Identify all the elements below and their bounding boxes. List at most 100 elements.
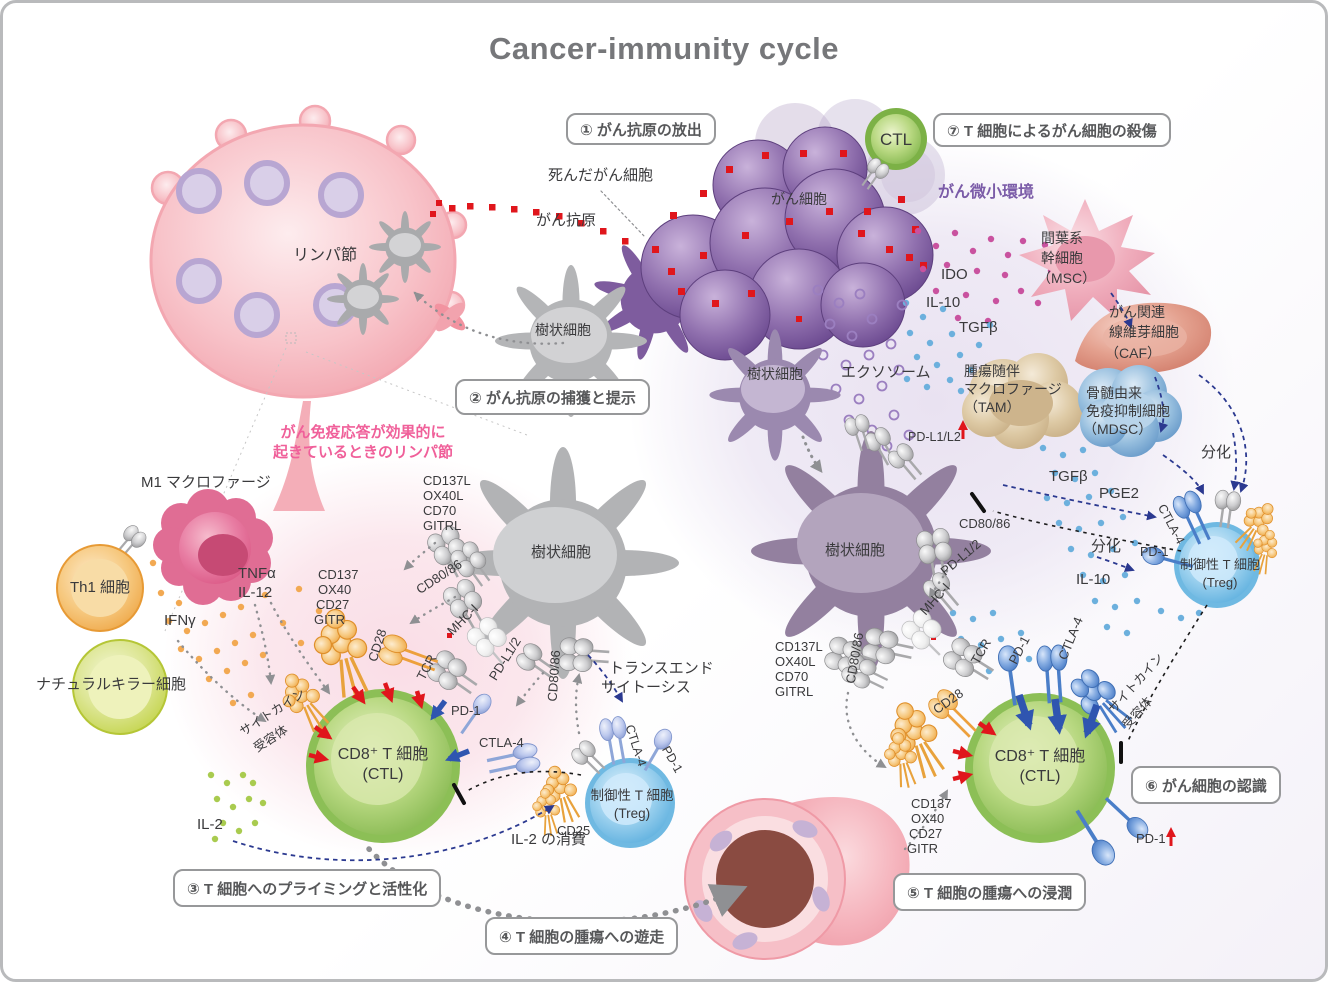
dc-mid-nucleus xyxy=(741,365,805,413)
tgfb-label: TGFβ xyxy=(959,319,998,336)
dc-ligand-left-3: GITRL xyxy=(423,518,462,533)
ctl-badge-label: CTL xyxy=(879,130,913,149)
differentiation-label-2: 分化 xyxy=(1091,538,1122,555)
lymph-node-label: リンパ節 xyxy=(293,247,358,264)
receptors-right-interface xyxy=(821,411,1154,872)
treg-right-label-2: (Treg) xyxy=(1202,575,1238,590)
mdsc-cell xyxy=(1078,365,1182,457)
pd1-label-treg-right: PD-1 xyxy=(1140,545,1169,559)
pdl1l2-label: PD-L1/L2 xyxy=(908,430,961,444)
ctl-right-cell xyxy=(965,693,1115,843)
antigen-trail xyxy=(430,200,629,245)
tam-label-2: マクロファージ xyxy=(964,381,1062,397)
msc-label-2: 幹細胞 xyxy=(1041,250,1083,266)
step4-box: ④ T 細胞の腫瘍への遊走 xyxy=(485,917,679,955)
ido-label: IDO xyxy=(941,266,968,283)
il2-consumption-label: IL-2 の消費 xyxy=(511,831,587,848)
il10-label-2: IL-10 xyxy=(1076,571,1111,588)
t-costim-right-0: CD137 xyxy=(911,796,952,811)
inhibition-bars xyxy=(452,492,1123,805)
navy-dashed-arrows xyxy=(232,292,1249,862)
t-costim-left-3: GITR xyxy=(314,612,346,627)
t-costim-right-2: CD27 xyxy=(909,826,943,841)
treg-right-cell xyxy=(1174,522,1260,608)
step5-box: ⑤ T 細胞の腫瘍への浸潤 xyxy=(893,873,1087,911)
step6-box: ⑥ がん細胞の認識 xyxy=(1131,766,1281,804)
ctl-left-label-2: (CTL) xyxy=(362,766,404,783)
ctl-left-cell xyxy=(306,689,460,843)
il2-label: IL-2 xyxy=(197,816,223,833)
pd1-label-left: PD-1 xyxy=(451,703,481,718)
dc-ligand-right-2: CD70 xyxy=(775,669,809,684)
ifng-label: IFNγ xyxy=(164,612,196,629)
dc-top-label: 樹状細胞 xyxy=(535,322,591,338)
ctl-right-label-1: CD8⁺ T 細胞 xyxy=(994,748,1086,765)
dc-left-nucleus xyxy=(493,507,617,603)
mdsc-label-2: 免疫抑制細胞 xyxy=(1086,403,1170,419)
dc-right-label: 樹状細胞 xyxy=(825,542,886,559)
red-activation-arrows xyxy=(308,682,997,785)
m1-macrophage-cell xyxy=(153,489,273,605)
magnifier-square xyxy=(285,332,297,344)
tnfa-label: TNFα xyxy=(238,565,276,582)
caf-label-3: （CAF） xyxy=(1105,345,1161,361)
dc-right-nucleus xyxy=(797,493,925,593)
nk-label: ナチュラルキラー細胞 xyxy=(36,676,187,693)
pd1-up-label: PD-1 xyxy=(1136,831,1166,846)
ctla4-label-left: CTLA-4 xyxy=(479,735,524,750)
lymph-node xyxy=(149,104,528,632)
dc-ligand-right-0: CD137L xyxy=(775,639,823,654)
receptors-left-interface xyxy=(271,521,612,782)
tumor-microenvironment-label: がん微小環境 xyxy=(938,184,1035,201)
effective-response-note-1: がん免疫応答が効果的に xyxy=(280,424,446,441)
cd8086-label-r1: CD80/86 xyxy=(959,516,1011,531)
blue-inhibitory-arrows xyxy=(430,693,1101,762)
dc-left-label: 樹状細胞 xyxy=(531,544,592,561)
pge2-label: PGE2 xyxy=(1099,485,1140,502)
step3-box: ③ T 細胞へのプライミングと活性化 xyxy=(173,869,442,907)
mdsc-label-1: 骨髄由来 xyxy=(1086,385,1142,401)
diagram-artwork xyxy=(56,99,1283,960)
th1-label: Th1 細胞 xyxy=(69,579,131,596)
dc-top-nucleus xyxy=(531,307,607,363)
step1-box: ① がん抗原の放出 xyxy=(566,113,716,145)
treg-left-label-1: 制御性 T 細胞 xyxy=(590,788,674,803)
dc-mid-label: 樹状細胞 xyxy=(747,366,803,382)
caf-label-1: がん関連 xyxy=(1109,304,1165,320)
effective-response-note-2: 起きているときのリンパ節 xyxy=(272,444,454,461)
tam-cell xyxy=(962,353,1083,449)
caf-label-2: 線維芽細胞 xyxy=(1109,324,1179,340)
treg-left-label-2: (Treg) xyxy=(613,806,651,821)
diagram-title: Cancer-immunity cycle xyxy=(489,31,839,66)
t-costim-right-1: OX40 xyxy=(911,811,945,826)
step2-box: ② がん抗原の捕獲と提示 xyxy=(455,379,650,415)
t-costim-left-2: CD27 xyxy=(316,597,350,612)
il2-dots xyxy=(207,771,267,843)
pd1-up-arrow-icon xyxy=(1164,825,1178,848)
transendocytosis-label-1: トランスエンド xyxy=(609,660,714,677)
exosome-label: エクソソーム xyxy=(841,364,931,381)
tgfb-label-2: TGFβ xyxy=(1049,468,1088,485)
tam-label-1: 腫瘍随伴 xyxy=(964,363,1020,379)
dc-ligand-left-1: OX40L xyxy=(423,488,464,503)
mdsc-label-3: （MDSC） xyxy=(1083,421,1153,437)
msc-label-1: 間葉系 xyxy=(1041,230,1083,246)
t-costim-left-0: CD137 xyxy=(318,567,359,582)
nk-cell xyxy=(72,639,168,735)
blood-vessel xyxy=(684,797,910,960)
differentiation-label-1: 分化 xyxy=(1201,444,1232,461)
ctl-left-label-1: CD8⁺ T 細胞 xyxy=(337,746,429,763)
dc-ligand-left-0: CD137L xyxy=(423,473,471,488)
dc-ligand-left-2: CD70 xyxy=(423,503,457,518)
treg-left-cell xyxy=(585,758,675,848)
t-costim-right-3: GITR xyxy=(907,841,939,856)
cancer-antigen-squares xyxy=(430,150,936,640)
t-costim-left-1: OX40 xyxy=(318,582,352,597)
m1-label: M1 マクロファージ xyxy=(141,474,271,491)
cancer-cell-label: がん細胞 xyxy=(771,191,827,207)
treg-right-label-1: 制御性 T 細胞 xyxy=(1180,557,1260,572)
transendocytosis-label-2: サイトーシス xyxy=(601,679,691,696)
tumor-cell-cluster xyxy=(579,99,945,375)
th1-cell xyxy=(56,521,151,632)
